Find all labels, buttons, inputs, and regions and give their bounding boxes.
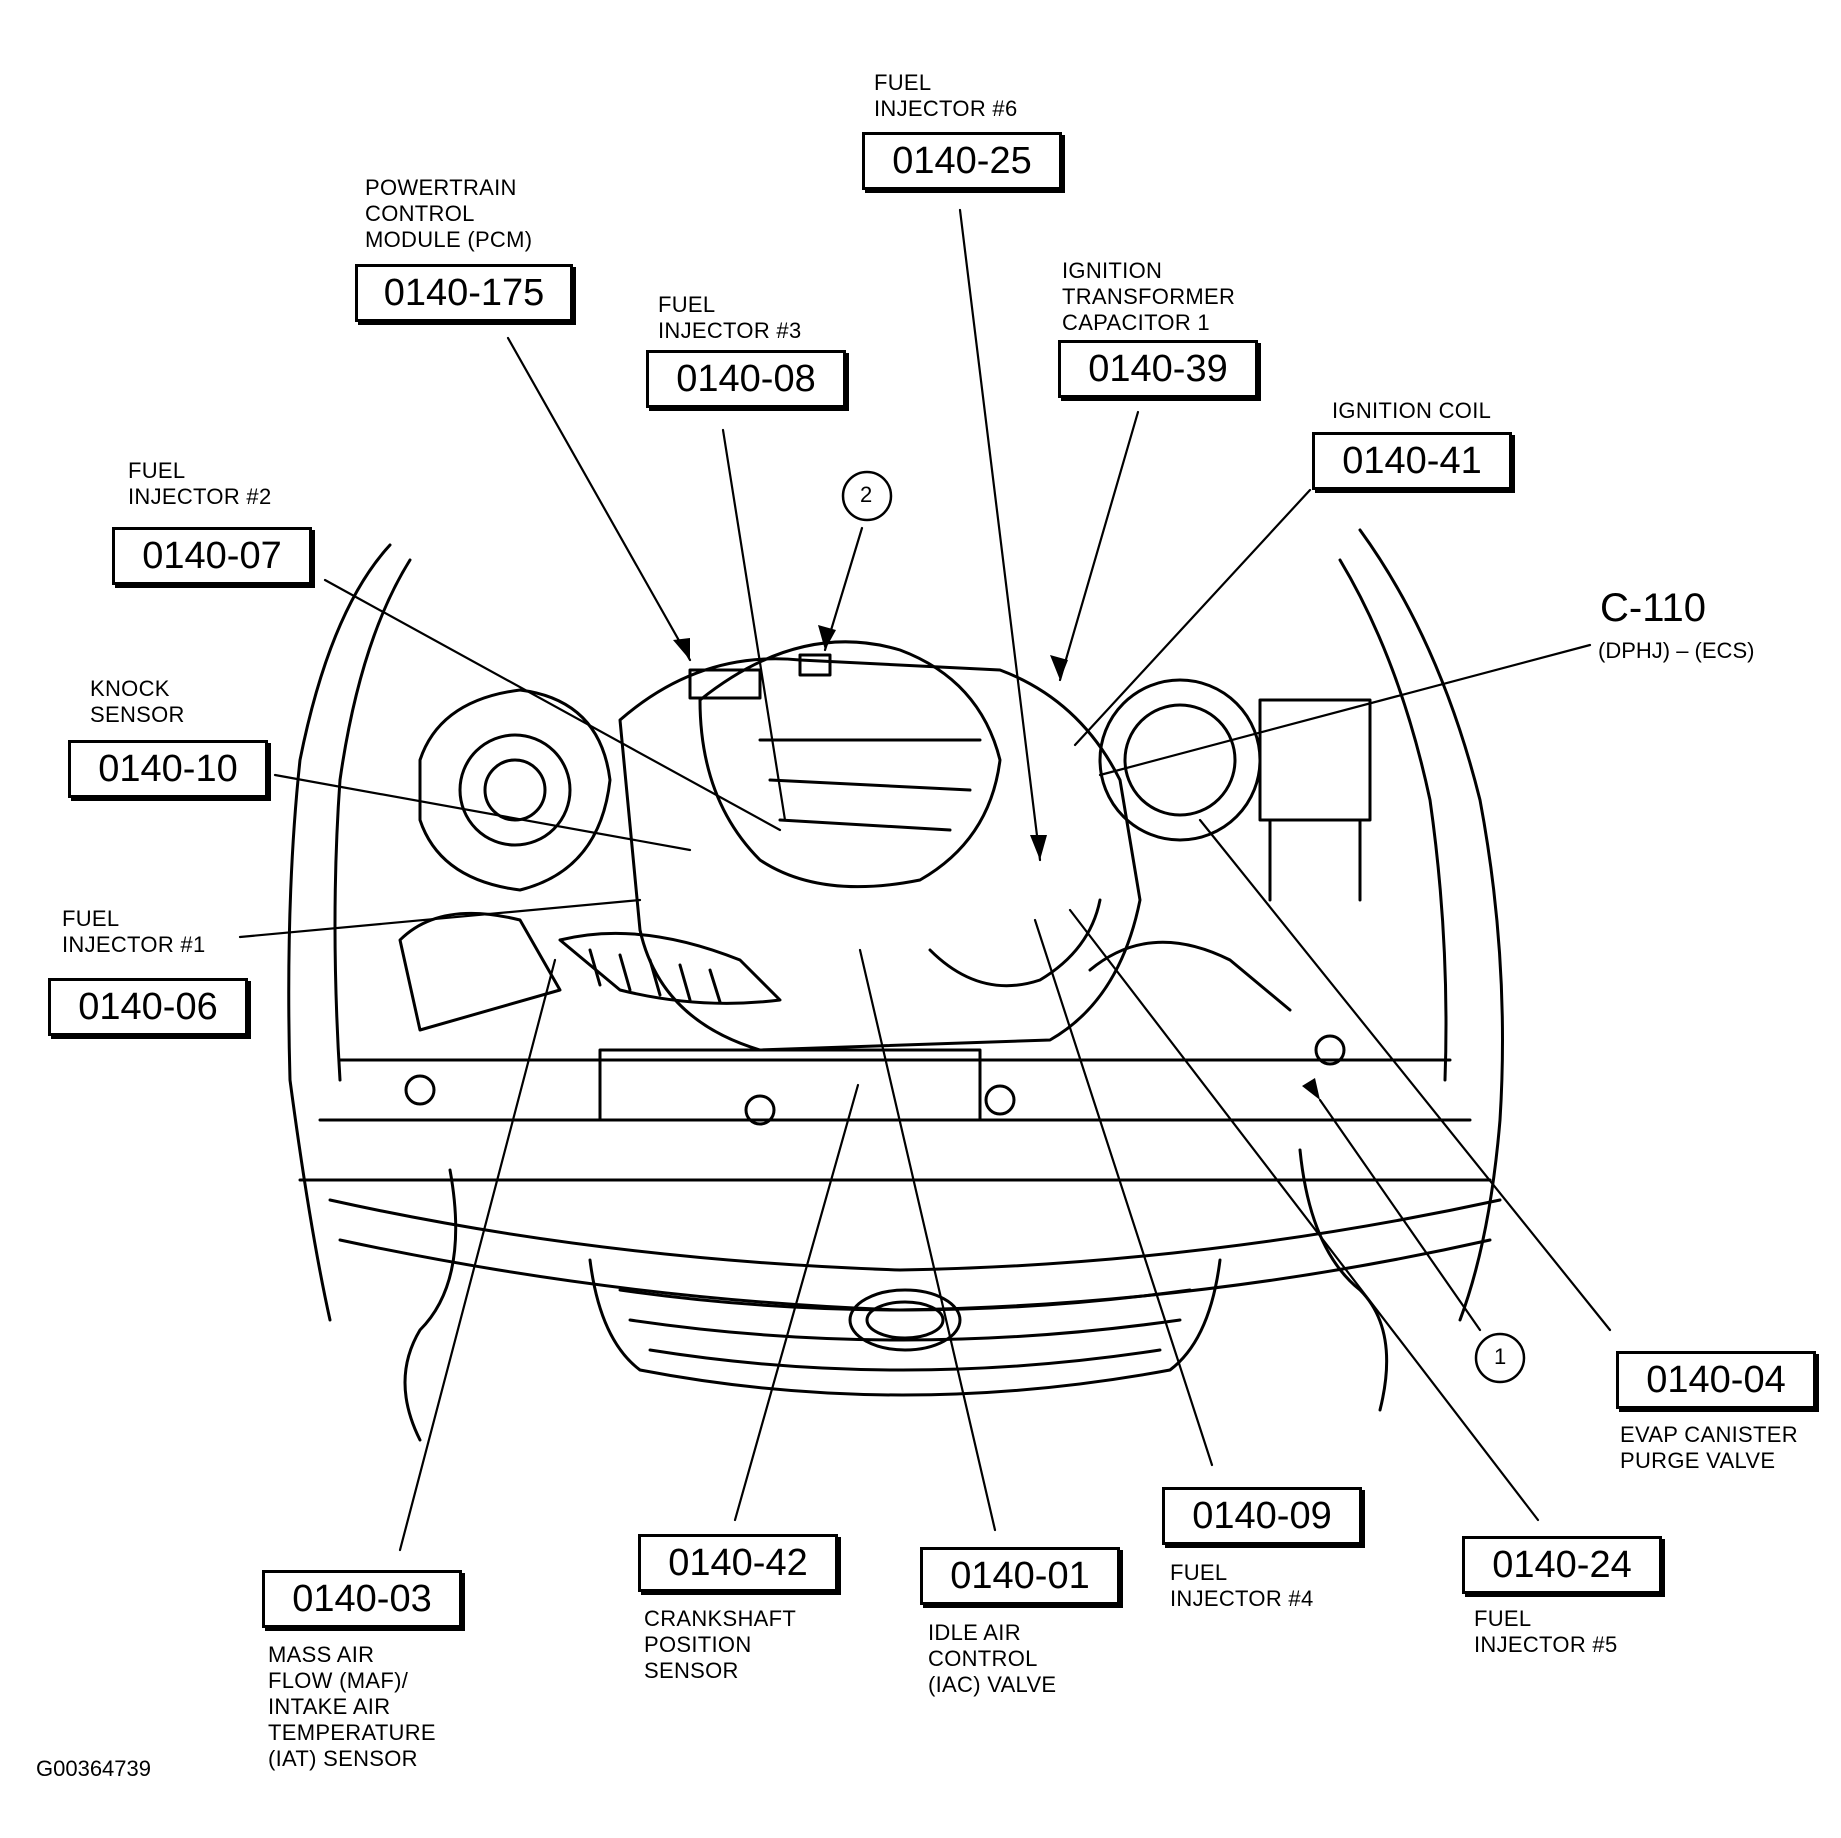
marker-1-number: 1	[1494, 1344, 1507, 1369]
connector-note: (DPHJ) – (ECS)	[1598, 638, 1755, 663]
label-pcm: POWERTRAIN CONTROL MODULE (PCM)	[365, 175, 533, 252]
code-box-maf-sensor[interactable]: 0140-03	[262, 1570, 462, 1628]
code-box-iac-valve[interactable]: 0140-01	[920, 1547, 1120, 1605]
hose	[403, 1168, 458, 1442]
marker-1-circle	[1474, 1332, 1526, 1384]
code-box-pcm[interactable]: 0140-175	[355, 264, 573, 322]
label-knock-sensor: KNOCK SENSOR	[90, 676, 185, 727]
leader-lines	[238, 208, 1612, 1552]
engine-block	[618, 657, 1142, 1052]
connector-id: C-110	[1600, 586, 1706, 630]
figure-id: G00364739	[36, 1756, 151, 1781]
marker-2-number: 2	[860, 482, 873, 507]
intake-duct	[558, 931, 782, 1005]
code-box-fuel-injector-5[interactable]: 0140-24	[1462, 1536, 1662, 1594]
code-box-ignition-transformer-capacitor[interactable]: 0140-39	[1058, 340, 1258, 398]
label-ignition-transformer-capacitor: IGNITION TRANSFORMER CAPACITOR 1	[1062, 258, 1236, 335]
label-fuel-injector-6: FUEL INJECTOR #6	[874, 70, 1018, 121]
label-evap-purge-valve: EVAP CANISTER PURGE VALVE	[1620, 1422, 1798, 1473]
code-box-crankshaft-sensor[interactable]: 0140-42	[638, 1534, 838, 1592]
grille	[588, 1258, 1222, 1397]
label-ignition-coil: IGNITION COIL	[1332, 398, 1492, 423]
brand-emblem	[848, 1288, 962, 1352]
label-maf-sensor: MASS AIR FLOW (MAF)/ INTAKE AIR TEMPERAT…	[268, 1642, 436, 1771]
label-fuel-injector-3: FUEL INJECTOR #3	[658, 292, 802, 343]
code-box-fuel-injector-2[interactable]: 0140-07	[112, 527, 312, 585]
code-box-fuel-injector-3[interactable]: 0140-08	[646, 350, 846, 408]
label-crankshaft-sensor: CRANKSHAFT POSITION SENSOR	[644, 1606, 797, 1683]
marker-2-circle	[841, 470, 893, 522]
code-box-ignition-coil[interactable]: 0140-41	[1312, 432, 1512, 490]
label-iac-valve: IDLE AIR CONTROL (IAC) VALVE	[928, 1620, 1057, 1697]
code-box-fuel-injector-1[interactable]: 0140-06	[48, 978, 248, 1036]
label-fuel-injector-1: FUEL INJECTOR #1	[62, 906, 206, 957]
vehicle-outline	[287, 528, 1504, 1322]
arrowheads	[673, 625, 1320, 1100]
label-fuel-injector-2: FUEL INJECTOR #2	[128, 458, 272, 509]
code-box-fuel-injector-4[interactable]: 0140-09	[1162, 1487, 1362, 1545]
code-box-evap-purge-valve[interactable]: 0140-04	[1616, 1351, 1816, 1409]
code-box-knock-sensor[interactable]: 0140-10	[68, 740, 268, 798]
air-cleaner	[418, 688, 612, 892]
label-fuel-injector-5: FUEL INJECTOR #5	[1474, 1606, 1618, 1657]
code-box-fuel-injector-6[interactable]: 0140-25	[862, 132, 1062, 190]
pcm-module	[688, 668, 762, 700]
label-fuel-injector-4: FUEL INJECTOR #4	[1170, 1560, 1314, 1611]
